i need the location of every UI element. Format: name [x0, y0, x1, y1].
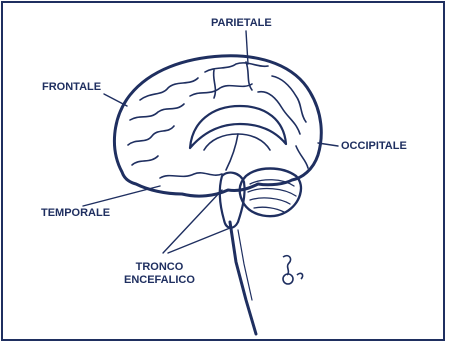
spinal-cord	[230, 222, 256, 334]
label-tronco-line1: TRONCO	[124, 261, 195, 274]
label-tronco-line2: ENCEFALICO	[124, 274, 195, 287]
signature-mark	[283, 256, 303, 284]
cerebellum	[240, 169, 301, 217]
brain-folds	[128, 62, 308, 178]
label-parietale: PARIETALE	[211, 17, 272, 30]
label-frontale: FRONTALE	[42, 81, 101, 94]
label-tronco-encefalico: TRONCO ENCEFALICO	[124, 261, 195, 287]
label-temporale: TEMPORALE	[41, 207, 110, 220]
corpus-callosum	[190, 106, 286, 148]
label-occipitale: OCCIPITALE	[341, 140, 407, 153]
